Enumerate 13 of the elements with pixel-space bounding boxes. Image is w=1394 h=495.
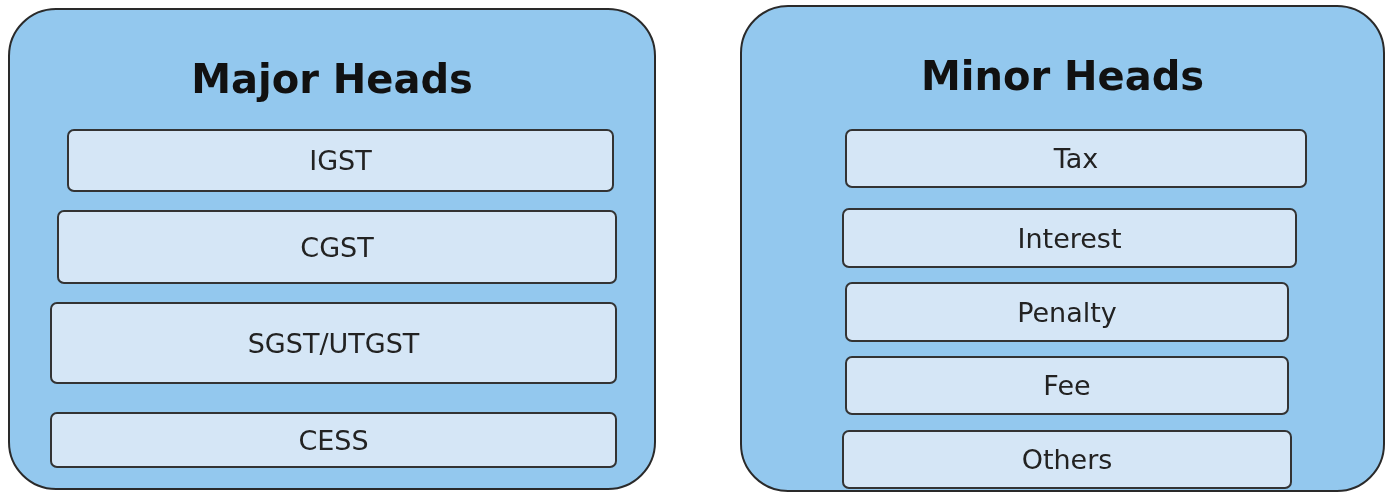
category-box: SGST/UTGST bbox=[50, 302, 617, 384]
panel-heading: Major Heads bbox=[190, 56, 474, 102]
panel-heading: Minor Heads bbox=[919, 53, 1206, 99]
category-box: IGST bbox=[67, 129, 614, 192]
group-panel bbox=[740, 5, 1385, 492]
category-box: Penalty bbox=[845, 282, 1289, 342]
category-box: Tax bbox=[845, 129, 1307, 188]
category-box: CESS bbox=[50, 412, 617, 468]
category-box: Interest bbox=[842, 208, 1297, 268]
category-box: Fee bbox=[845, 356, 1289, 415]
category-box: Others bbox=[842, 430, 1292, 489]
category-box: CGST bbox=[57, 210, 617, 284]
group-panel bbox=[8, 8, 656, 490]
